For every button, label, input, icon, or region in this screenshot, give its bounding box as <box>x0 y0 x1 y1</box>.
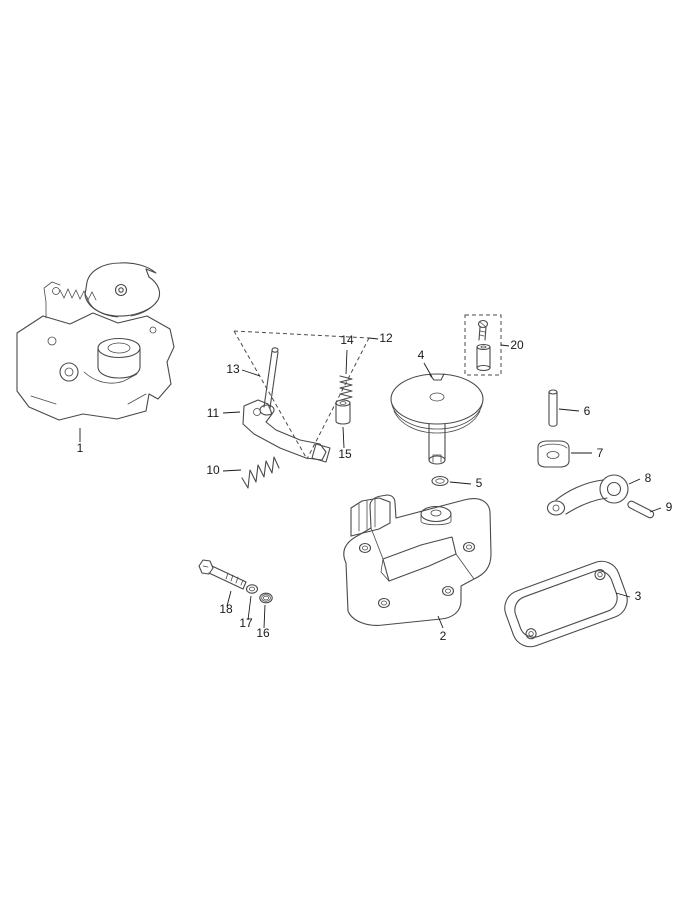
part-number-14: 14 <box>340 333 354 347</box>
callout-part-15: 15 <box>338 426 352 461</box>
callout-part-3: 3 <box>615 589 642 603</box>
callout-part-2: 2 <box>437 615 447 643</box>
callout-part-5: 5 <box>449 476 483 490</box>
callout-part-4: 4 <box>418 348 433 378</box>
callout-part-12: 12 <box>368 331 393 345</box>
part-number-8: 8 <box>645 471 652 485</box>
part-number-10: 10 <box>206 463 220 477</box>
leader-line-16 <box>263 604 266 629</box>
part-number-1: 1 <box>77 441 84 455</box>
part-3-cover-plate-drawing <box>504 560 628 648</box>
part-10-spring-drawing <box>241 456 280 489</box>
leader-line-13 <box>241 369 261 377</box>
leader-line-2 <box>437 615 444 629</box>
part-number-3: 3 <box>635 589 642 603</box>
callout-part-16: 16 <box>256 604 270 640</box>
part-14-spring-drawing <box>339 375 353 401</box>
leader-line-18 <box>226 590 232 607</box>
part-15-collar-drawing <box>335 399 351 425</box>
part-number-20: 20 <box>510 338 524 352</box>
part-number-6: 6 <box>584 404 591 418</box>
callout-part-8: 8 <box>628 471 652 485</box>
part-number-16: 16 <box>256 626 270 640</box>
leader-line-11 <box>222 411 241 414</box>
callout-part-17: 17 <box>239 595 253 630</box>
part-number-12: 12 <box>379 331 393 345</box>
part-7-block-drawing <box>537 440 570 468</box>
callout-part-6: 6 <box>558 404 591 418</box>
part-number-13: 13 <box>226 362 240 376</box>
part-2-bracket-drawing <box>343 494 492 626</box>
part-6-pin-drawing <box>548 389 558 427</box>
leader-line-6 <box>558 408 580 412</box>
part-8-link-arm-drawing <box>546 474 629 516</box>
leader-line-20 <box>500 344 510 347</box>
part-16-washer-drawing <box>259 592 273 604</box>
part-13-rod-drawing <box>263 347 279 409</box>
callout-part-20: 20 <box>500 338 524 352</box>
leader-line-5 <box>449 481 472 485</box>
part-4-cam-plate-drawing <box>390 373 484 465</box>
part-number-2: 2 <box>440 629 447 643</box>
leader-line-8 <box>628 478 641 485</box>
part-9-pin-drawing <box>627 500 655 519</box>
part-number-4: 4 <box>418 348 425 362</box>
leader-line-9 <box>649 507 662 513</box>
callout-part-1: 1 <box>77 428 84 455</box>
callout-part-11: 11 <box>207 406 241 420</box>
leader-line-12 <box>368 337 379 340</box>
leader-line-4 <box>423 362 433 378</box>
callout-part-14: 14 <box>340 333 354 375</box>
part-5-washer-drawing <box>431 475 449 487</box>
leader-line-17 <box>247 595 252 621</box>
callout-part-10: 10 <box>206 463 242 477</box>
part-17-washer-drawing <box>245 584 259 594</box>
part-18-bolt-drawing <box>198 559 247 590</box>
leader-line-10 <box>222 469 242 472</box>
part-number-7: 7 <box>597 446 604 460</box>
part-number-18: 18 <box>219 602 233 616</box>
part-number-11: 11 <box>207 406 220 420</box>
part-11-lever-drawing <box>242 399 331 463</box>
callout-part-9: 9 <box>649 500 673 514</box>
callout-part-13: 13 <box>226 362 261 377</box>
leader-line-14 <box>345 349 348 375</box>
callout-part-7: 7 <box>571 446 604 460</box>
part-number-17: 17 <box>239 616 253 630</box>
part-20-kit-drawing <box>464 314 502 376</box>
leader-line-3 <box>615 592 631 598</box>
part-1-assembly-drawing <box>16 262 175 421</box>
leader-line-15 <box>342 426 345 449</box>
callout-part-18: 18 <box>219 590 233 616</box>
part-number-9: 9 <box>666 500 673 514</box>
part-number-5: 5 <box>476 476 483 490</box>
part-number-15: 15 <box>338 447 352 461</box>
